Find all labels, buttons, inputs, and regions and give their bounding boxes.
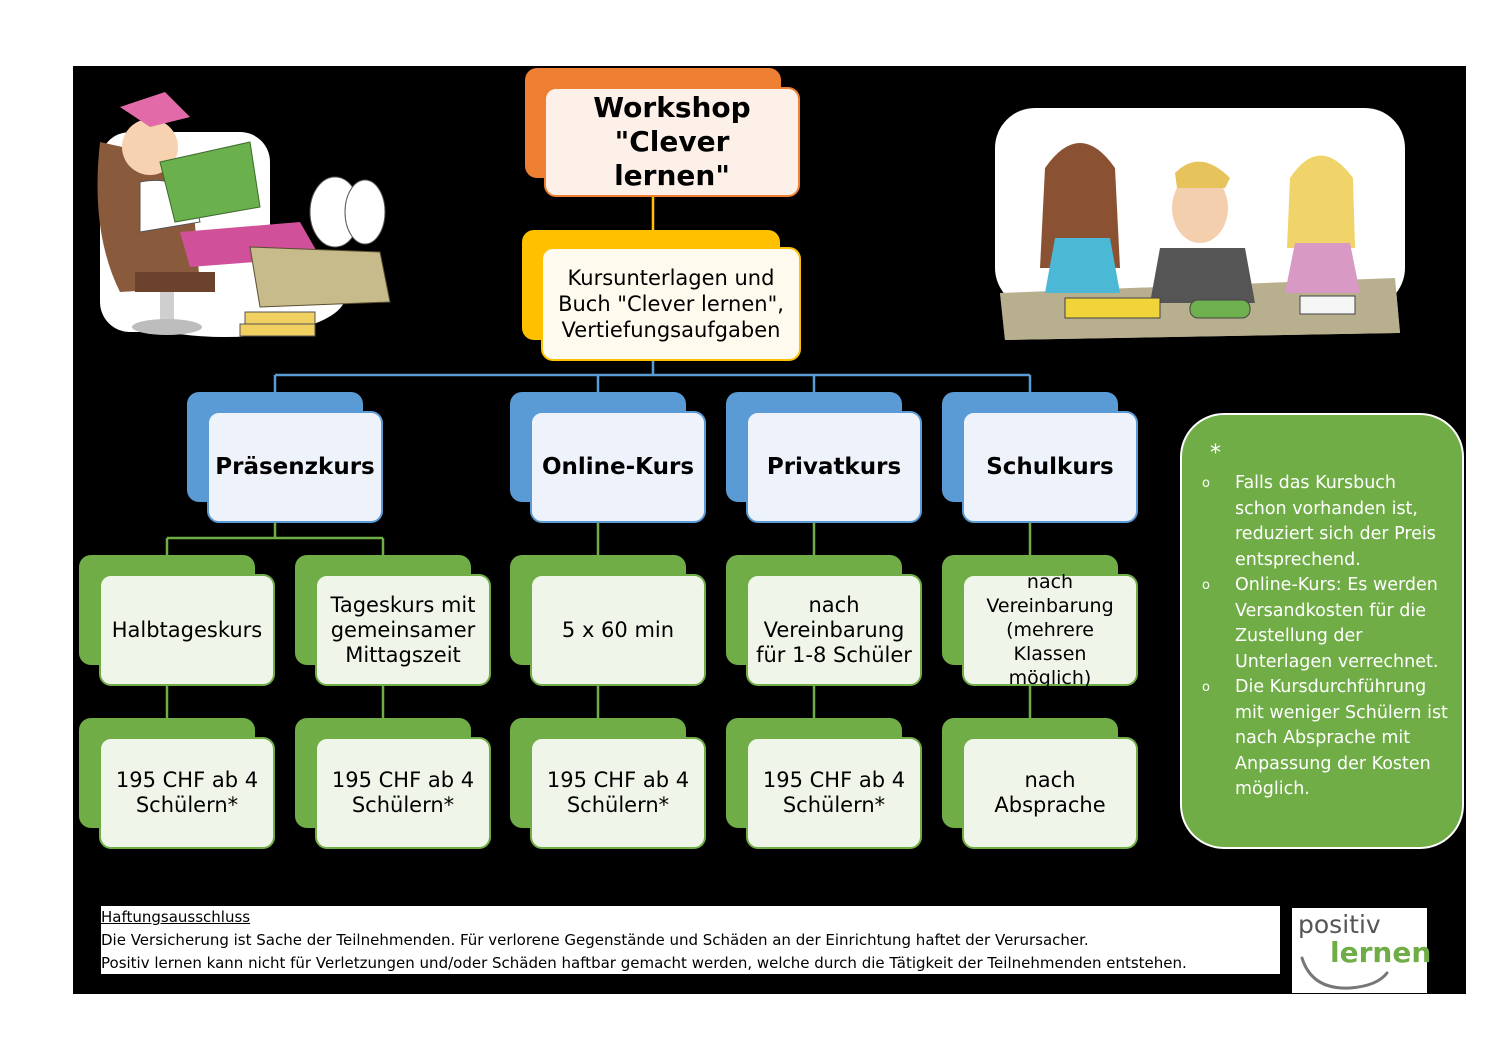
notes-marker: *	[1210, 441, 1221, 466]
workshop-title: Workshop "Clever lernen"	[544, 87, 800, 197]
notes-panel: * o Falls das Kursbuch schon vorhanden is…	[1180, 413, 1464, 849]
price-label: 195 CHF ab 4 Schülern*	[746, 737, 922, 849]
bullet-icon: o	[1202, 680, 1210, 695]
connector-formats-prices	[165, 685, 1032, 718]
format-label: Halbtageskurs	[99, 574, 275, 686]
connector-courses-formats	[596, 522, 1032, 555]
course-label: Schulkurs	[962, 411, 1138, 523]
materials-text: Kursunterlagen und Buch "Clever lernen",…	[541, 247, 801, 361]
format-label: Tageskurs mit gemeinsamer Mittagszeit	[315, 574, 491, 686]
note-text: Online-Kurs: Es werden Versandkosten für…	[1235, 575, 1439, 672]
bullet-icon: o	[1202, 578, 1210, 593]
reading-student-illustration	[97, 92, 391, 337]
note-text: Falls das Kursbuch schon vorhanden ist, …	[1235, 473, 1436, 570]
connector-praesenz-formats	[165, 522, 385, 555]
price-label: 195 CHF ab 4 Schülern*	[530, 737, 706, 849]
price-label: 195 CHF ab 4 Schülern*	[315, 737, 491, 849]
cheering-students-illustration	[995, 108, 1405, 340]
note-item: o Online-Kurs: Es werden Versandkosten fü…	[1202, 573, 1452, 675]
disclaimer-heading: Haftungsausschluss	[101, 908, 251, 926]
logo-word-positiv: positiv	[1298, 910, 1381, 939]
connector-materials-courses	[273, 360, 1032, 392]
bullet-icon: o	[1202, 476, 1210, 491]
disclaimer: Haftungsausschluss Die Versicherung ist …	[101, 906, 1280, 974]
course-label: Präsenzkurs	[207, 411, 383, 523]
disclaimer-line-2: Positiv lernen kann nicht für Verletzung…	[101, 954, 1187, 972]
price-label: 195 CHF ab 4 Schülern*	[99, 737, 275, 849]
format-label: nach Vereinbarung für 1-8 Schüler	[746, 574, 922, 686]
course-label: Online-Kurs	[530, 411, 706, 523]
logo-word-lernen: lernen	[1330, 936, 1432, 969]
course-label: Privatkurs	[746, 411, 922, 523]
note-item: o Falls das Kursbuch schon vorhanden ist,…	[1202, 471, 1452, 573]
note-text: Die Kursdurchführung mit weniger Schüler…	[1235, 677, 1448, 799]
disclaimer-line-1: Die Versicherung ist Sache der Teilnehme…	[101, 931, 1089, 949]
notes-list: o Falls das Kursbuch schon vorhanden ist,…	[1202, 471, 1452, 803]
positiv-lernen-logo: positiv lernen	[1292, 908, 1431, 993]
format-label: nach Vereinbarung (mehrere Klassen mögli…	[962, 571, 1138, 689]
smile-arc-icon	[1300, 956, 1389, 990]
price-label: nach Absprache	[962, 737, 1138, 849]
note-item: o Die Kursdurchführung mit weniger Schüle…	[1202, 675, 1452, 803]
format-label: 5 x 60 min	[530, 574, 706, 686]
